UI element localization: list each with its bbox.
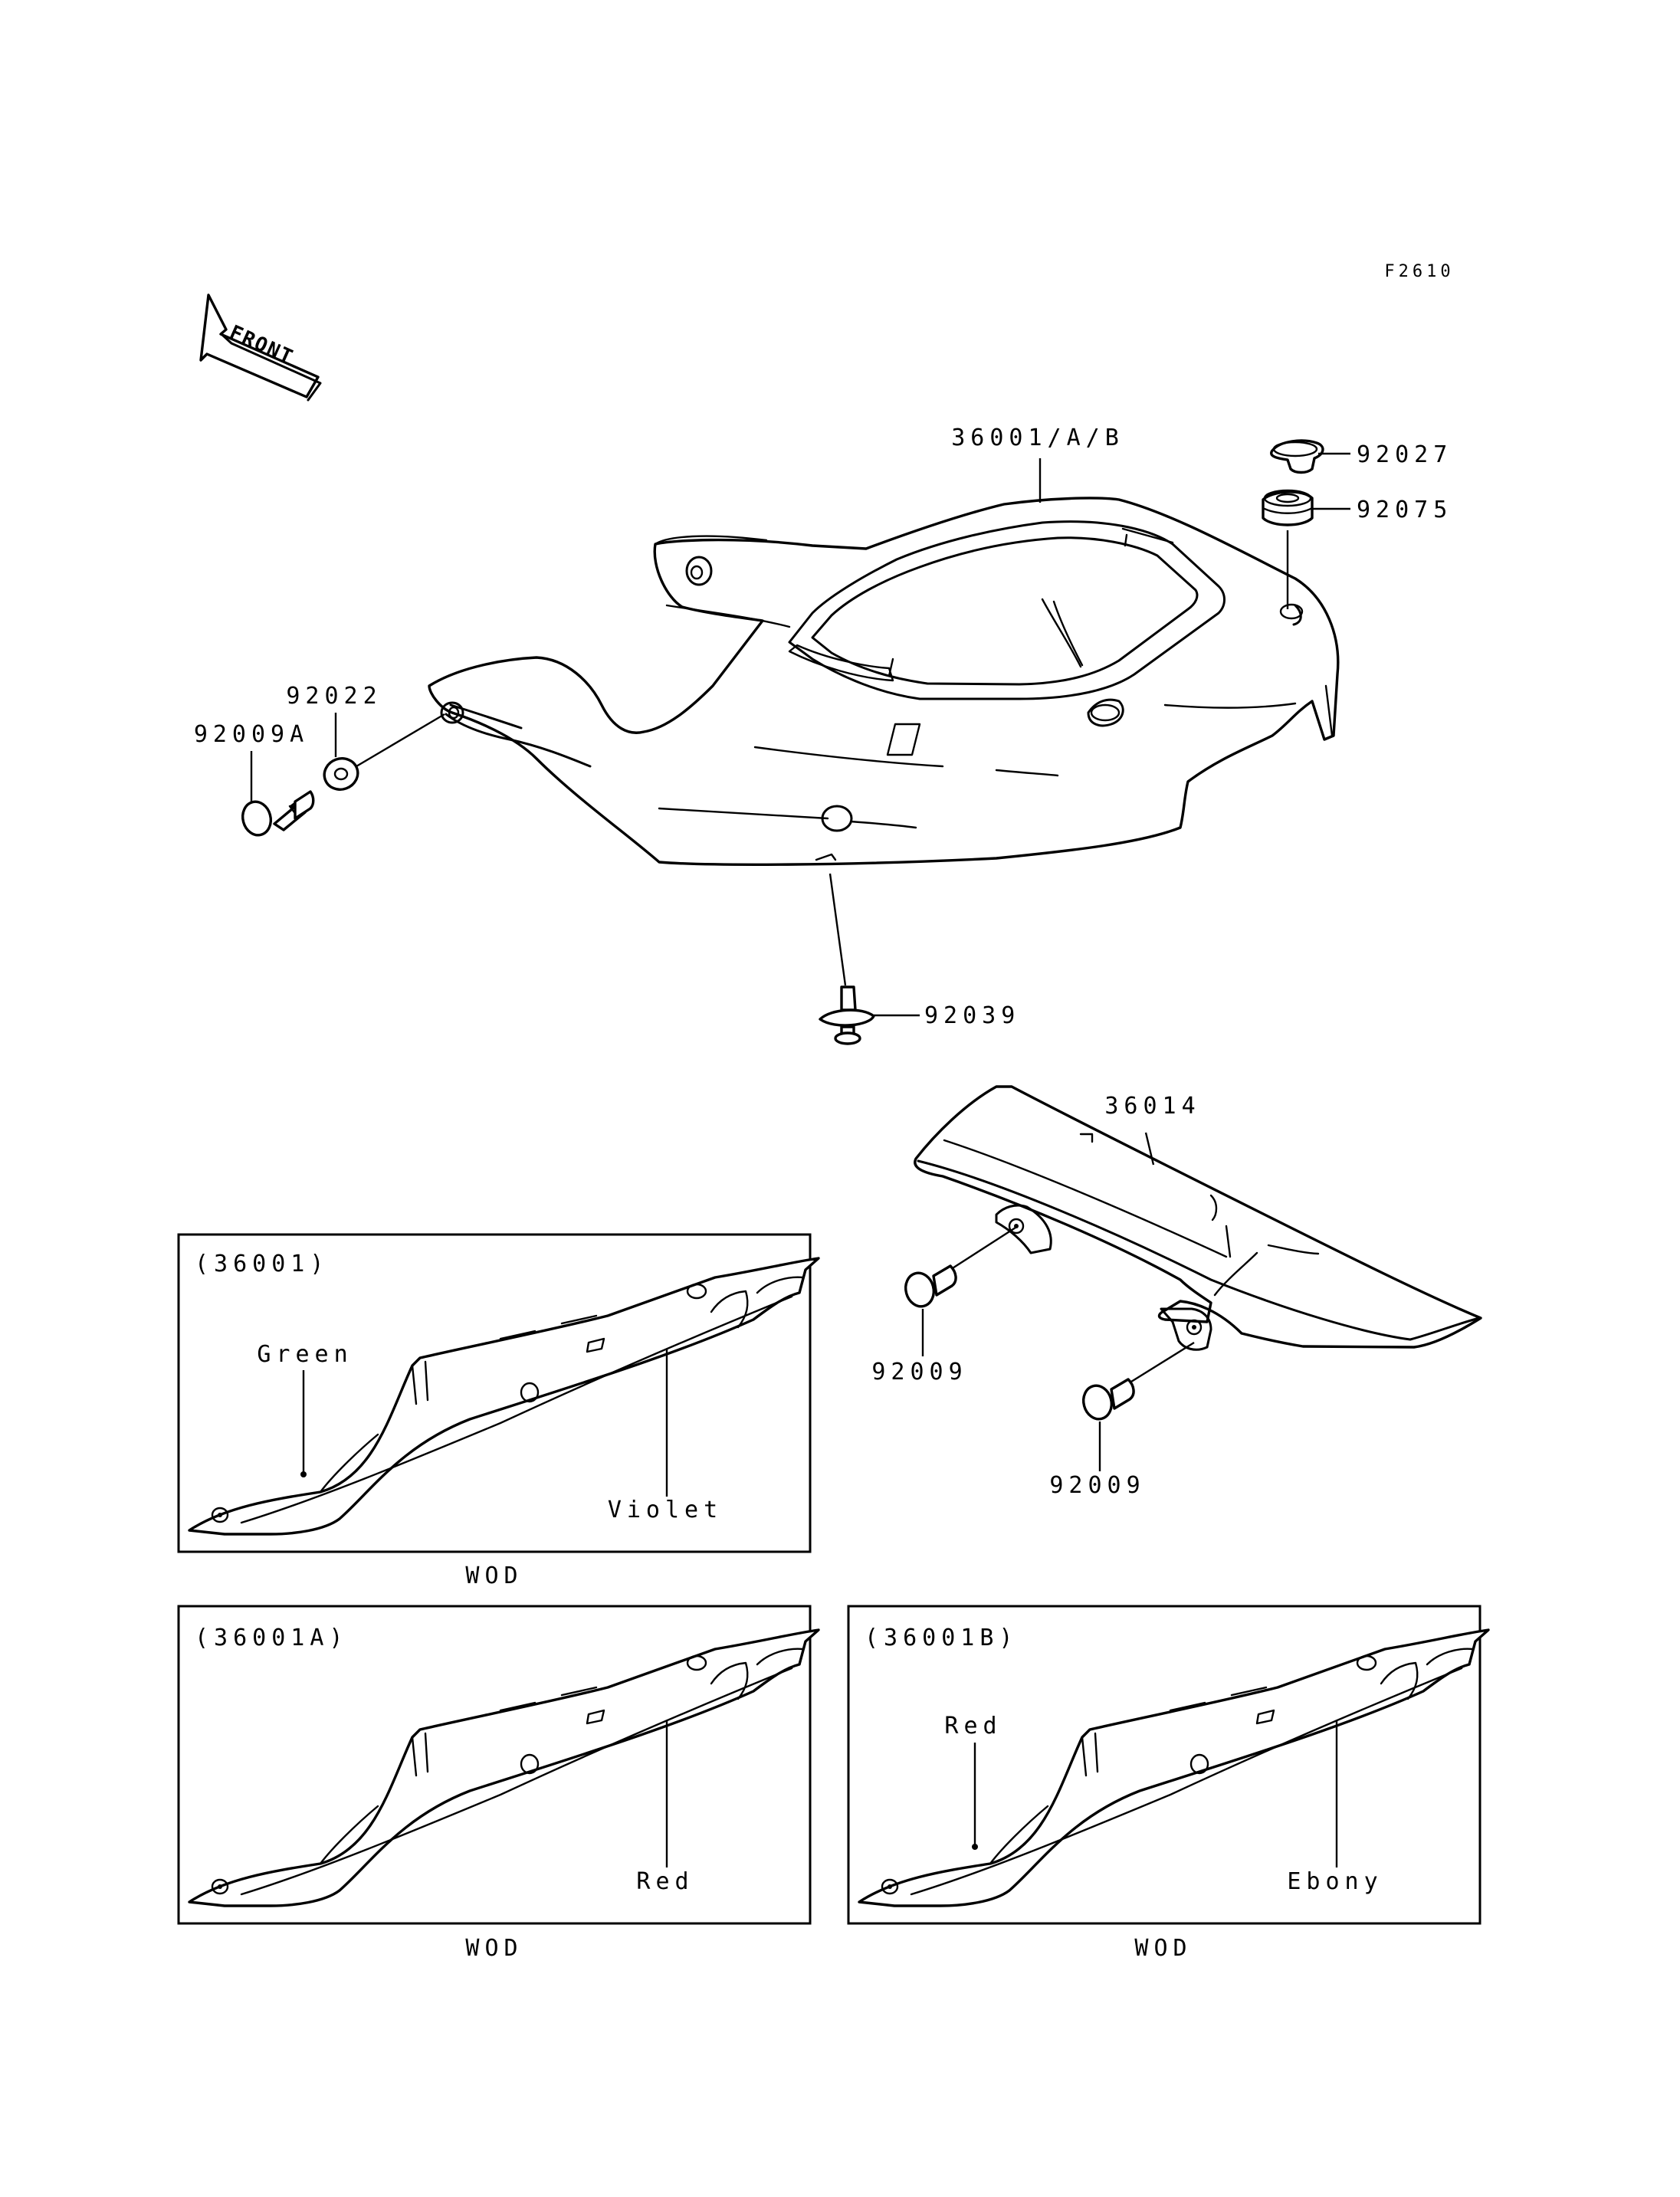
bolt-92009-lower: [1082, 1378, 1135, 1421]
variant-color-secondary: Ebony: [1287, 1868, 1383, 1895]
variant-box-36001b: (36001B) Red Ebony: [847, 1605, 1490, 1925]
seat-cover-36001: [428, 497, 1340, 866]
variant-color-secondary: Red: [636, 1868, 694, 1895]
callout-grommet: 92075: [1357, 497, 1452, 523]
callout-washer: 92022: [286, 683, 382, 710]
bolt-92009a: [241, 790, 315, 837]
callout-bolt-a: 92009A: [194, 721, 309, 748]
callout-seat-cover: 36001/A/B: [951, 425, 1124, 451]
front-arrow: FRONT: [199, 293, 322, 402]
washer-92022: [323, 757, 359, 791]
figure-code: F2610: [1384, 262, 1454, 281]
clip-92039: [819, 985, 875, 1045]
variant-caption: WOD: [465, 1562, 523, 1589]
cap-92027: [1270, 439, 1324, 474]
variant-box-36001: (36001) Green Violet: [177, 1233, 820, 1553]
variant-color-primary: Red: [944, 1713, 1002, 1740]
variant-caption: WOD: [465, 1935, 523, 1962]
variant-color-primary: Green: [257, 1341, 353, 1368]
variant-code: (36001): [195, 1251, 329, 1277]
variant-color-secondary: Violet: [608, 1497, 723, 1523]
callout-cap: 92027: [1357, 441, 1452, 468]
cover-36014: [914, 1085, 1482, 1351]
grommet-92075: [1262, 489, 1314, 526]
callout-bolt-upper: 92009: [871, 1359, 967, 1385]
variant-caption: WOD: [1134, 1935, 1192, 1962]
variant-code: (36001A): [195, 1625, 349, 1651]
bolt-92009-upper: [904, 1264, 957, 1308]
callout-clip: 92039: [924, 1002, 1020, 1029]
variant-code: (36001B): [865, 1625, 1019, 1651]
variant-box-36001a: (36001A) Red: [177, 1605, 820, 1925]
callout-bolt-lower: 92009: [1049, 1472, 1145, 1499]
callout-cover: 36014: [1104, 1093, 1200, 1120]
